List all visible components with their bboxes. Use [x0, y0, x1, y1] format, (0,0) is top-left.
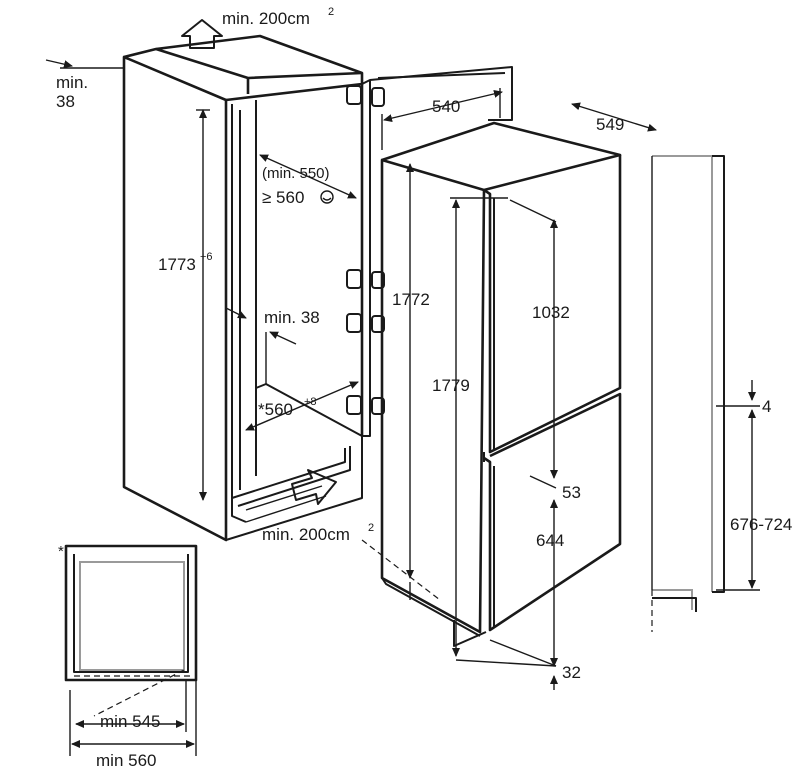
plan-min-560-label: min 560 — [96, 751, 156, 770]
top-gap-label-2: 38 — [56, 92, 75, 111]
plinth-range-label: 676-724 — [730, 515, 792, 534]
vent-top-label: min. 200cm — [222, 9, 310, 28]
appliance-dimensions — [381, 88, 657, 690]
niche-height-sup: +6 — [200, 251, 213, 263]
vent-top-arrow-icon — [181, 19, 223, 49]
smile-icon — [320, 190, 334, 204]
plinth-gap-label: 4 — [762, 397, 771, 416]
freezer-door-label: 644 — [536, 531, 564, 550]
appliance-depth-label: 549 — [596, 115, 624, 134]
vent-bottom-sup: 2 — [368, 522, 374, 534]
vent-bottom-arrow-icon — [291, 469, 337, 505]
depth-ge-label: ≥ 560 — [262, 188, 304, 207]
vent-bottom-label: min. 200cm — [262, 525, 350, 544]
door-gap-label: 53 — [562, 483, 581, 502]
plan-min-545-label: min 545 — [100, 712, 160, 731]
depth-min-label: (min. 550) — [262, 165, 330, 182]
vent-top-sup: 2 — [328, 6, 334, 18]
niche-dimensions — [45, 59, 359, 501]
niche-width-label: *560 — [258, 400, 293, 419]
appliance — [380, 121, 622, 647]
fridge-door-label: 1032 — [532, 303, 570, 322]
side-view — [651, 155, 760, 632]
door-height-total-label: 1779 — [432, 376, 470, 395]
appliance-height-label: 1772 — [392, 290, 430, 309]
bottom-gap-label: 32 — [562, 663, 581, 682]
plan-view — [64, 544, 198, 756]
plan-asterisk: * — [58, 543, 64, 560]
top-gap-label-1: min. — [56, 73, 88, 92]
niche-height-label: 1773 — [158, 255, 196, 274]
side-gap-label: min. 38 — [264, 308, 320, 327]
door-width-label: 540 — [432, 97, 460, 116]
niche-width-sup: +8 — [304, 396, 317, 408]
